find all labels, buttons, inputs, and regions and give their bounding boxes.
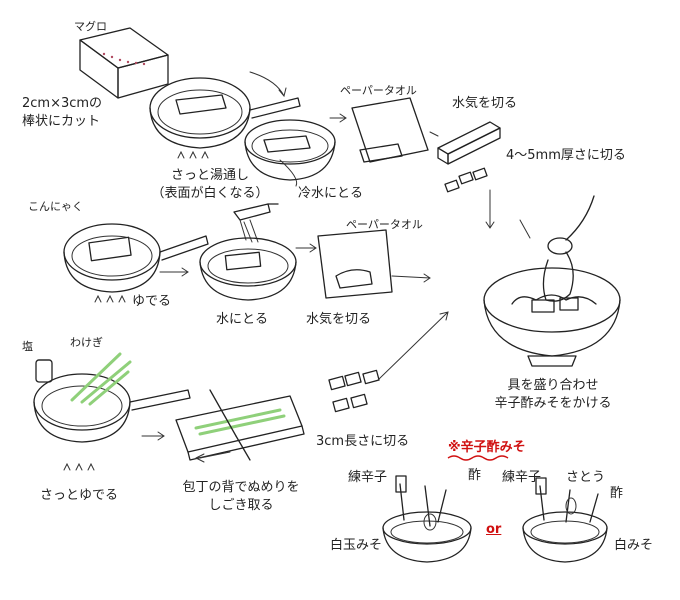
sauce-right-mustard: 練辛子 bbox=[502, 470, 542, 485]
scrape-instruction-line1: 包丁の背でぬめりを bbox=[182, 480, 300, 495]
blanching-pan bbox=[149, 77, 301, 159]
konnyaku-label: こんにゃく bbox=[28, 200, 83, 213]
maguro-label: マグロ bbox=[74, 20, 107, 33]
sauce-left-vinegar: 酢 bbox=[468, 468, 482, 483]
cold-water-bowl bbox=[244, 119, 336, 181]
sauce-left-base: 白玉みそ bbox=[330, 538, 383, 553]
cutting-board bbox=[175, 389, 305, 461]
maguro-block bbox=[79, 27, 169, 99]
paper-towel-label-2: ペーパータオル bbox=[346, 218, 423, 231]
cut-3cm-label: 3cm長さに切る bbox=[316, 434, 410, 449]
konnyaku-pan bbox=[63, 223, 209, 303]
salt-shaker bbox=[35, 359, 53, 383]
slice-instruction: 4〜5mm厚さに切る bbox=[506, 148, 626, 163]
boil-label: ゆでる bbox=[132, 294, 172, 309]
serving-bowl bbox=[483, 251, 621, 367]
sauce-bowl-left bbox=[382, 475, 472, 563]
paper-towel-1 bbox=[351, 97, 429, 163]
maguro-slices bbox=[444, 167, 488, 193]
drain-label-1: 水気を切る bbox=[452, 96, 518, 111]
blanch-instruction-line1: さっと湯通し bbox=[170, 168, 249, 183]
faucet-bowl bbox=[199, 203, 297, 301]
drain-label-2: 水気を切る bbox=[306, 312, 372, 327]
sauce-right-sugar: さとう bbox=[566, 470, 606, 485]
to-water-label: 水にとる bbox=[216, 312, 269, 327]
sauce-right-vinegar: 酢 bbox=[610, 486, 624, 501]
sauce-title-underline bbox=[447, 455, 509, 461]
wakegi-pan bbox=[33, 352, 191, 471]
salt-label: 塩 bbox=[22, 340, 33, 353]
maguro-bar bbox=[437, 121, 501, 165]
sauce-right-base: 白みそ bbox=[614, 538, 654, 553]
finish-instruction-line1: 具を盛り合わせ bbox=[507, 378, 599, 393]
cold-water-label: 冷水にとる bbox=[298, 186, 364, 201]
sauce-title: ※辛子酢みそ bbox=[448, 440, 526, 455]
wakegi-pieces bbox=[328, 369, 380, 413]
paper-towel-label-1: ペーパータオル bbox=[340, 84, 417, 97]
quick-boil-label: さっとゆでる bbox=[40, 488, 119, 503]
sauce-left-mustard: 練辛子 bbox=[348, 470, 388, 485]
step-arrows bbox=[141, 71, 531, 463]
wakegi-label: わけぎ bbox=[70, 336, 103, 349]
blanch-instruction-line2: （表面が白くなる） bbox=[151, 186, 269, 201]
scrape-instruction-line2: しごき取る bbox=[208, 498, 274, 513]
cut-instruction-line1: 2cm×3cmの bbox=[22, 96, 103, 111]
paper-towel-2 bbox=[317, 229, 393, 299]
cut-instruction-line2: 棒状にカット bbox=[22, 114, 101, 129]
finish-instruction-line2: 辛子酢みそをかける bbox=[494, 396, 612, 411]
sauce-ladle bbox=[547, 195, 595, 255]
sauce-or: or bbox=[486, 522, 502, 537]
sauce-bowl-right bbox=[522, 477, 608, 563]
